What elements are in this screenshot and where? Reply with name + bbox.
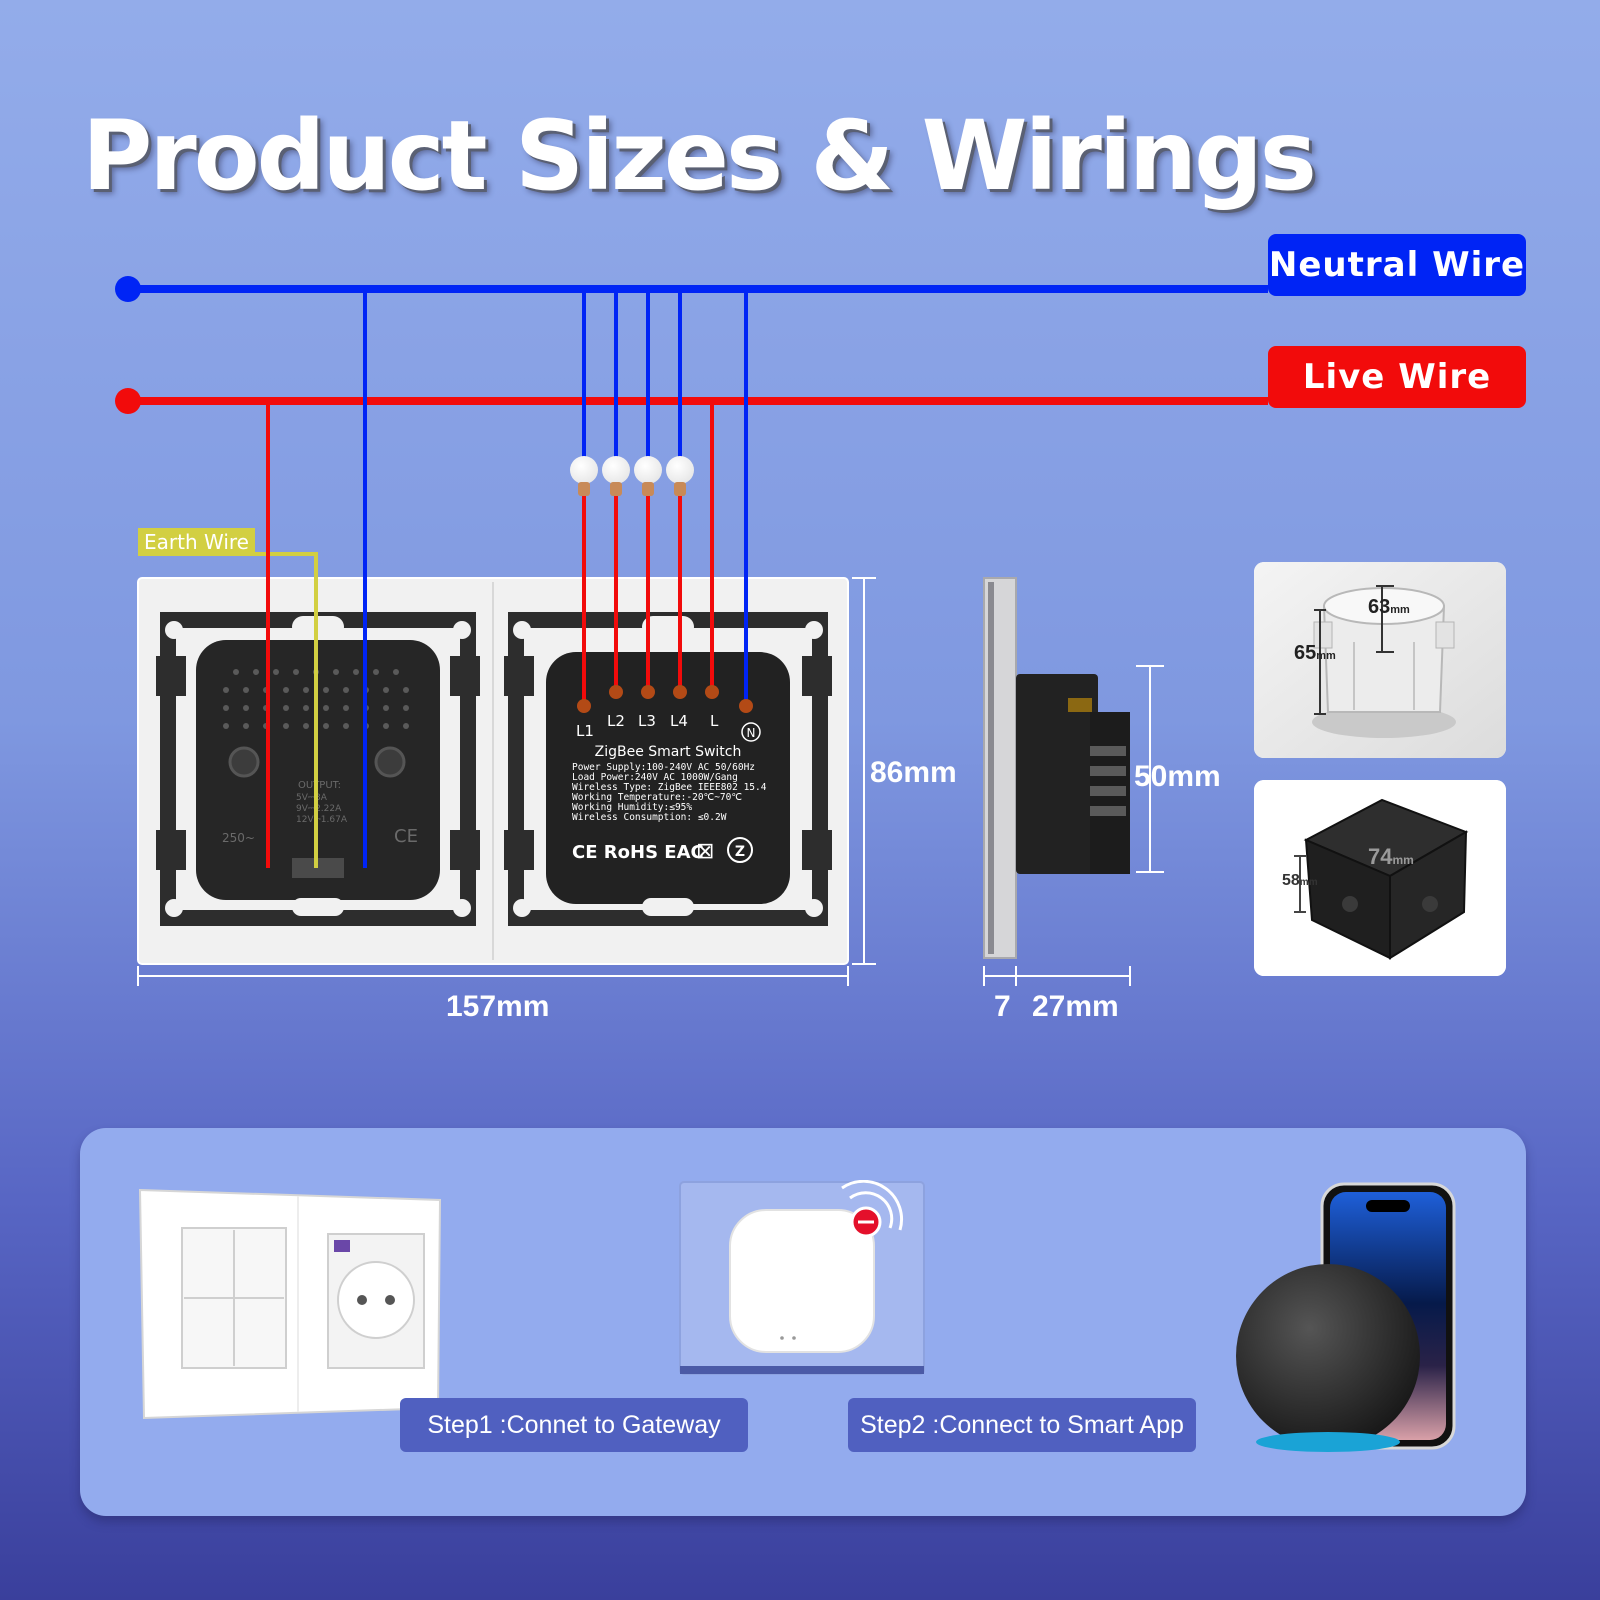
switch-spec-5: Working Humidity:≤95% (572, 802, 692, 813)
terminal-screw-l4 (673, 685, 687, 699)
product-front-image (138, 1188, 442, 1420)
dim-plate-thickness: 7 (994, 990, 1011, 1023)
bulb-4-icon (666, 456, 694, 496)
socket-ce-mark: CE (394, 826, 418, 847)
neutral-terminal-text: N (747, 726, 756, 740)
round-box-card: 63mm 65mm (1254, 562, 1506, 758)
dimension-lines-side (983, 665, 1164, 986)
terminal-screw-l1 (577, 699, 591, 713)
live-wire-label: Live Wire (1268, 346, 1526, 408)
side-view (983, 577, 1130, 959)
bulb-2-icon (602, 456, 630, 496)
smart-speaker-icon (1236, 1264, 1420, 1448)
smart-devices-image (1236, 1182, 1456, 1452)
socket-vent-holes (223, 669, 409, 729)
bulb-3-icon (634, 456, 662, 496)
dim-depth: 27mm (1032, 990, 1119, 1023)
round-box-dia-unit: mm (1316, 650, 1336, 662)
wireless-signal-icon (841, 1180, 904, 1231)
step-2-label: Step2 :Connect to Smart App (848, 1398, 1196, 1452)
earth-wire-label: Earth Wire (138, 528, 255, 556)
weee-icon: ⊠ (696, 839, 714, 864)
terminal-screw-l2 (609, 685, 623, 699)
terminal-label-l: L (710, 712, 719, 730)
neutral-wire-label: Neutral Wire (1268, 234, 1526, 296)
socket-voltage: 250~ (222, 831, 255, 845)
socket-output-line-2: 9V⎓2.22A (296, 804, 342, 814)
switch-spec-4: Working Temperature:-20℃~70℃ (572, 792, 742, 803)
square-box-side-value: 74 (1368, 844, 1393, 869)
terminal-label-l1: L1 (576, 722, 594, 740)
square-box-depth-unit: mm (1299, 877, 1318, 888)
neutral-bus-terminal (115, 276, 141, 302)
dim-height: 86mm (870, 756, 957, 789)
square-box-side-unit: mm (1392, 853, 1414, 867)
switch-spec-2: Load Power:240V AC 1000W/Gang (572, 772, 738, 783)
terminal-screw-n (739, 699, 753, 713)
live-bus-terminal (115, 388, 141, 414)
switch-module: L1 L2 L3 L4 L N ZigBee Smart Switch Powe… (504, 612, 832, 926)
terminal-screw-l (705, 685, 719, 699)
socket-output-line-3: 12V⎓1.67A (296, 815, 348, 825)
socket-output-title: OUTPUT: (298, 780, 341, 791)
dimension-lines-front (137, 577, 876, 986)
socket-screw-right (374, 746, 406, 778)
zigbee-logo-icon (727, 837, 753, 863)
dim-width: 157mm (446, 990, 550, 1023)
round-box-dia-value: 65 (1294, 642, 1317, 664)
terminal-label-l3: L3 (638, 712, 656, 730)
switch-cert-marks: CE RoHS EAC (572, 842, 704, 863)
switch-spec-1: Power Supply:100-240V AC 50/60Hz (572, 762, 755, 773)
page-title: Product Sizes & Wirings (82, 100, 1317, 212)
gateway-image (679, 1180, 925, 1375)
socket-output-line-1: 5V⎓3A (296, 793, 328, 803)
bulb-1-icon (570, 456, 598, 496)
switch-name: ZigBee Smart Switch (595, 744, 742, 760)
round-box-depth-unit: mm (1390, 604, 1410, 616)
switch-spec-3: Wireless Type: ZigBee IEEE802 15.4 (572, 782, 767, 793)
neutral-terminal-mark (741, 722, 761, 742)
square-box-depth-value: 58 (1282, 872, 1300, 889)
round-box-depth-value: 63 (1368, 596, 1391, 618)
terminal-screw-l3 (641, 685, 655, 699)
switch-spec-6: Wireless Consumption: ≤0.2W (572, 812, 727, 823)
socket-screw-left (228, 746, 260, 778)
square-box-illustration (1254, 780, 1506, 976)
square-box-card: 74mm 58mm (1254, 780, 1506, 976)
earth-wire (236, 552, 318, 868)
zigbee-logo-mark: Z (735, 844, 745, 860)
step-1-label: Step1 :Connet to Gateway (400, 1398, 748, 1452)
terminal-label-l4: L4 (670, 712, 688, 730)
dim-body-depth: 50mm (1134, 760, 1221, 793)
terminal-label-l2: L2 (607, 712, 625, 730)
round-box-illustration (1254, 562, 1506, 758)
